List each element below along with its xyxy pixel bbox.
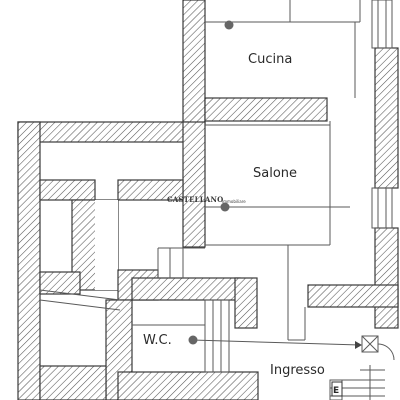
wall-left-outer xyxy=(17,121,41,400)
wall-kitchen-bottom xyxy=(204,97,328,122)
wall-right-outer-lower xyxy=(374,227,399,329)
wall-left-block-top xyxy=(17,121,189,143)
room-label-kitchen: Cucina xyxy=(248,52,292,67)
wall-top-center xyxy=(182,0,206,126)
wall-center-column xyxy=(182,121,206,248)
electric-panel-box xyxy=(331,381,343,397)
point-marker-wc xyxy=(188,335,198,345)
wall-inner-lower-left xyxy=(39,271,81,295)
room-label-entrance: Ingresso xyxy=(270,363,325,378)
thin-lines xyxy=(39,0,395,400)
walls xyxy=(17,0,399,400)
wall-right-lower-arm xyxy=(307,284,399,308)
watermark-tagline: immobiliare xyxy=(222,199,246,204)
room-label-living: Salone xyxy=(253,166,297,181)
wall-lower-room-top xyxy=(131,277,241,301)
wall-inner-right-arm xyxy=(117,179,184,201)
point-marker-kitchen xyxy=(224,20,234,30)
wall-lower-room-right xyxy=(234,277,258,329)
wall-wc-bottom xyxy=(117,371,259,400)
electric-panel-label: E xyxy=(333,386,339,396)
watermark-brand: CASTELLANO xyxy=(167,195,223,204)
wall-inner-left-arm xyxy=(39,179,96,201)
wall-right-outer-upper xyxy=(374,47,399,189)
room-label-bathroom: W.C. xyxy=(143,333,172,348)
point-marker-living xyxy=(220,202,230,212)
wall-lower-inner-bottom xyxy=(39,365,107,400)
watermark-logo: CASTELLANO immobiliare xyxy=(167,195,246,204)
